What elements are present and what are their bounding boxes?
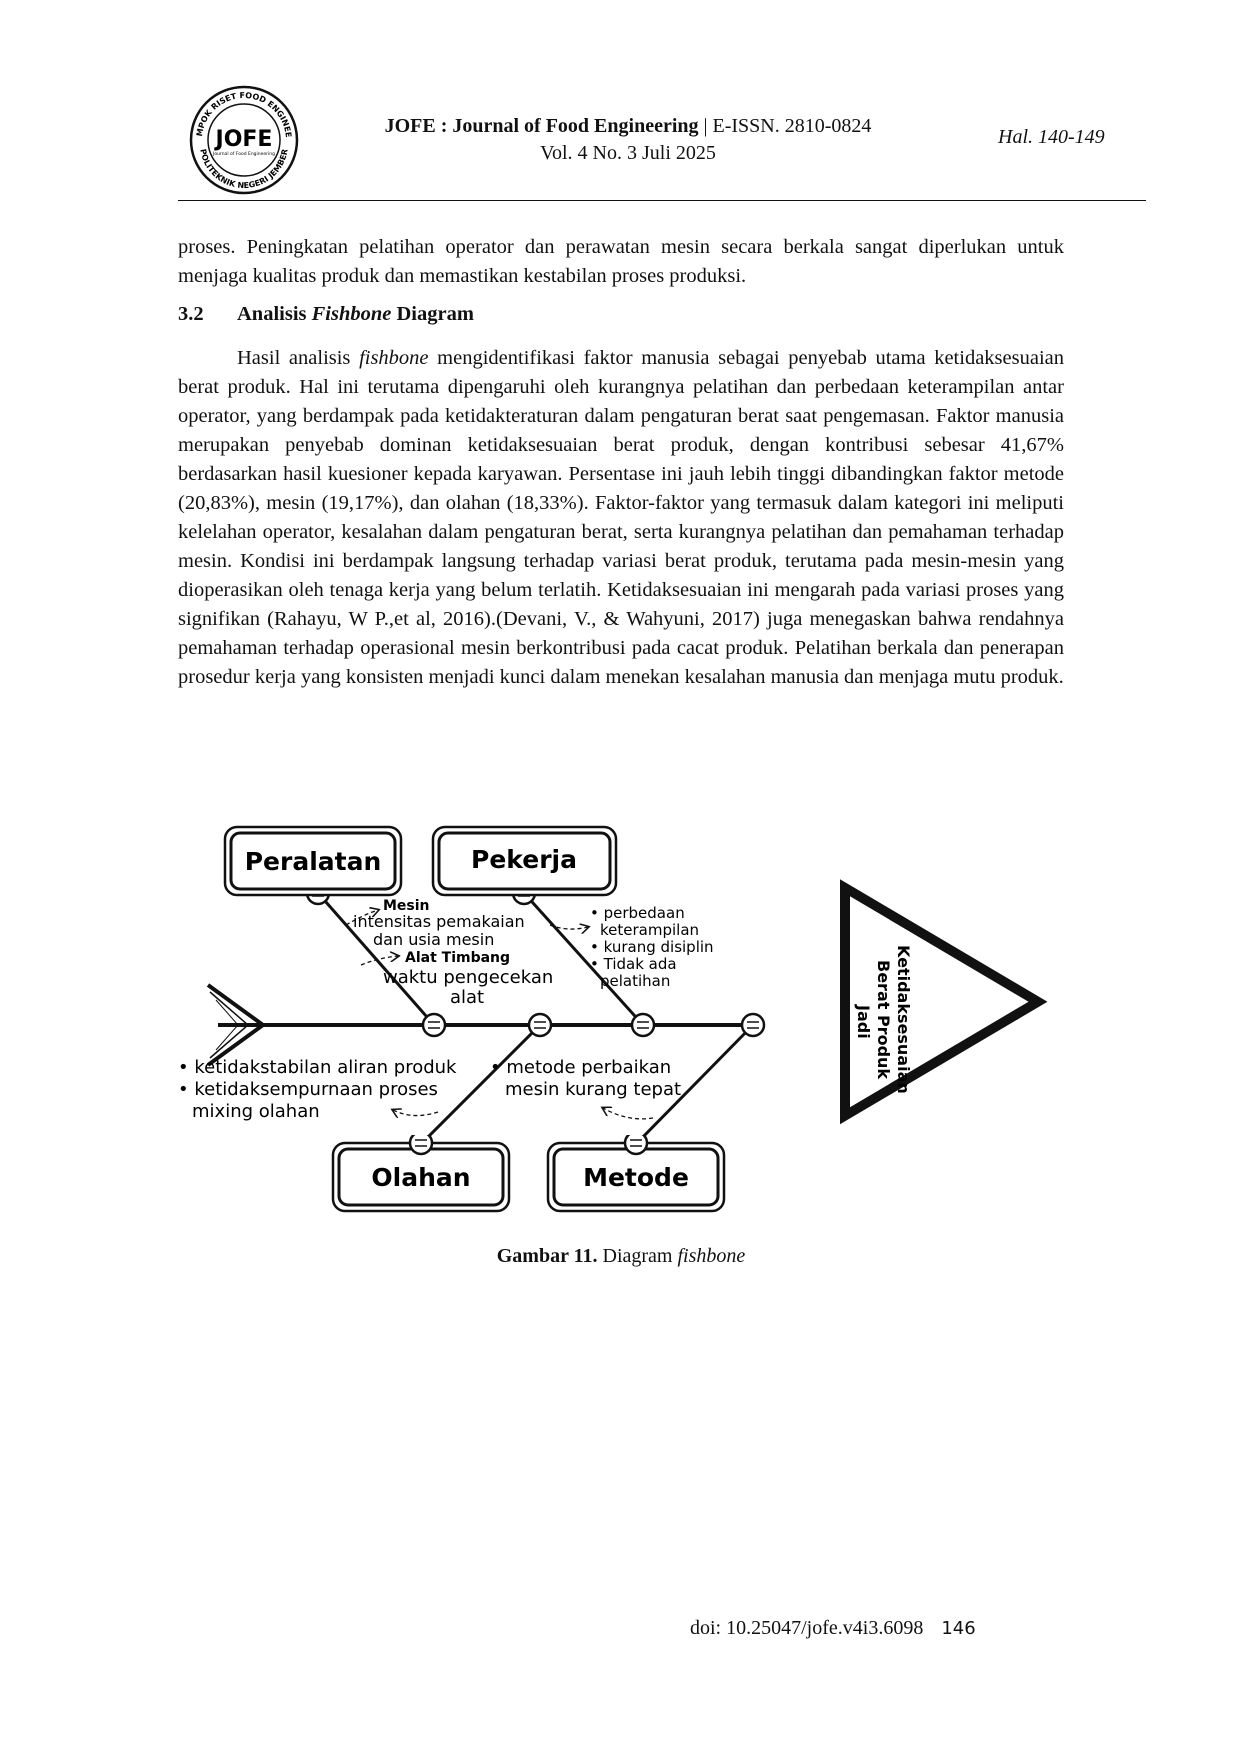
- journal-separator: |: [698, 115, 713, 137]
- label-metode: Metode: [583, 1163, 689, 1192]
- cause-timbang-line2: alat: [450, 987, 484, 1008]
- bone-peralatan: [316, 892, 436, 1026]
- cause-pekerja-line4: • Tidak ada: [590, 955, 677, 973]
- caption-italic: fishbone: [677, 1245, 746, 1267]
- olahan-causes: • ketidakstabilan aliran produk • ketida…: [178, 1057, 457, 1122]
- cause-pekerja-line3: • kurang disiplin: [590, 938, 714, 956]
- jofe-logo: KELOMPOK RISET FOOD ENGINEERING POLITEKN…: [188, 84, 299, 195]
- cause-timbang-title: Alat Timbang: [405, 950, 510, 966]
- logo-main-text: JOFE: [214, 127, 273, 152]
- paragraph-rest: mengidentifikasi faktor manusia sebagai …: [178, 347, 1064, 688]
- doi-text: doi: 10.25047/jofe.v4i3.6098: [690, 1617, 924, 1639]
- metode-causes: • metode perbaikan mesin kurang tepat: [490, 1057, 681, 1100]
- pekerja-causes: • perbedaan keterampilan • kurang disipl…: [590, 904, 714, 990]
- effect-line-2: Berat Produk: [874, 960, 893, 1079]
- box-pekerja: Pekerja: [431, 825, 618, 897]
- section-title-italic: Fishbone: [311, 303, 392, 325]
- cause-timbang-line1: waktu pengecekan: [383, 967, 553, 988]
- bone-pekerja: [522, 891, 645, 1027]
- effect-line-1: Ketidaksesuaian: [894, 945, 913, 1094]
- joint-marks: [312, 889, 759, 1029]
- section-number: 3.2: [178, 303, 204, 325]
- cause-pekerja-line1: • perbedaan: [590, 904, 685, 922]
- section-title-suffix: Diagram: [391, 303, 474, 325]
- cause-mesin-line1: intensitas pemakaian: [353, 912, 525, 931]
- journal-info: JOFE : Journal of Food Engineering | E-I…: [368, 113, 888, 167]
- bone-olahan: [422, 1023, 542, 1140]
- header-rule: [178, 200, 1146, 201]
- cause-pekerja-line5: pelatihan: [600, 972, 670, 990]
- effect-line-3: Jadi: [854, 1004, 873, 1039]
- fishbone-diagram-bottom: Olahan Metode: [331, 1135, 726, 1213]
- cause-arrows: [345, 910, 654, 1120]
- page-range: Hal. 140-149: [998, 126, 1105, 148]
- label-olahan: Olahan: [371, 1163, 470, 1192]
- page-footer: doi: 10.25047/jofe.v4i3.6098 146: [690, 1617, 976, 1640]
- box-metode-lower: Metode: [546, 1135, 726, 1213]
- figure-caption: Gambar 11. Diagram fishbone: [178, 1245, 1064, 1268]
- journal-volume: Vol. 4 No. 3 Juli 2025: [540, 142, 716, 164]
- label-peralatan: Peralatan: [245, 847, 382, 876]
- section-heading: 3.2 Analisis Fishbone Diagram: [178, 303, 474, 326]
- logo-sub-text: Journal of Food Engineering: [212, 151, 275, 157]
- cause-metode-line1: • metode perbaikan: [490, 1057, 671, 1078]
- bone-metode: [637, 1023, 755, 1140]
- cause-olahan-line3: mixing olahan: [192, 1101, 320, 1122]
- paragraph-lead: Hasil analisis: [237, 347, 360, 369]
- caption-text: Diagram: [597, 1245, 678, 1267]
- paragraph-lead-italic: fishbone: [359, 347, 429, 369]
- fish-head: [840, 879, 1048, 1125]
- fish-tail: [206, 983, 267, 1067]
- page-header: KELOMPOK RISET FOOD ENGINEERING POLITEKN…: [178, 78, 1146, 201]
- paragraph-continued: proses. Peningkatan pelatihan operator d…: [178, 236, 1064, 287]
- cause-mesin-line2: dan usia mesin: [373, 930, 494, 949]
- cause-pekerja-line2: keterampilan: [600, 921, 699, 939]
- cause-olahan-line2: • ketidaksempurnaan proses: [178, 1079, 438, 1100]
- box-peralatan: Peralatan: [223, 825, 403, 897]
- cause-olahan-line1: • ketidakstabilan aliran produk: [178, 1057, 457, 1078]
- fishbone-diagram: Ketidaksesuaian Berat Produk Jadi Perala…: [178, 825, 1048, 1140]
- caption-label: Gambar 11.: [496, 1245, 598, 1267]
- cause-mesin-title: Mesin: [383, 898, 430, 914]
- paragraph-fishbone-analysis: Hasil analisis fishbone mengidentifikasi…: [178, 344, 1064, 692]
- cause-metode-line2: mesin kurang tepat: [505, 1079, 681, 1100]
- journal-title: JOFE : Journal of Food Engineering: [384, 115, 699, 137]
- label-pekerja: Pekerja: [471, 845, 577, 874]
- page-number: 146: [941, 1618, 976, 1639]
- box-olahan-lower: Olahan: [331, 1135, 511, 1213]
- journal-issn: E-ISSN. 2810-0824: [712, 115, 872, 137]
- section-title-prefix: Analisis: [237, 303, 312, 325]
